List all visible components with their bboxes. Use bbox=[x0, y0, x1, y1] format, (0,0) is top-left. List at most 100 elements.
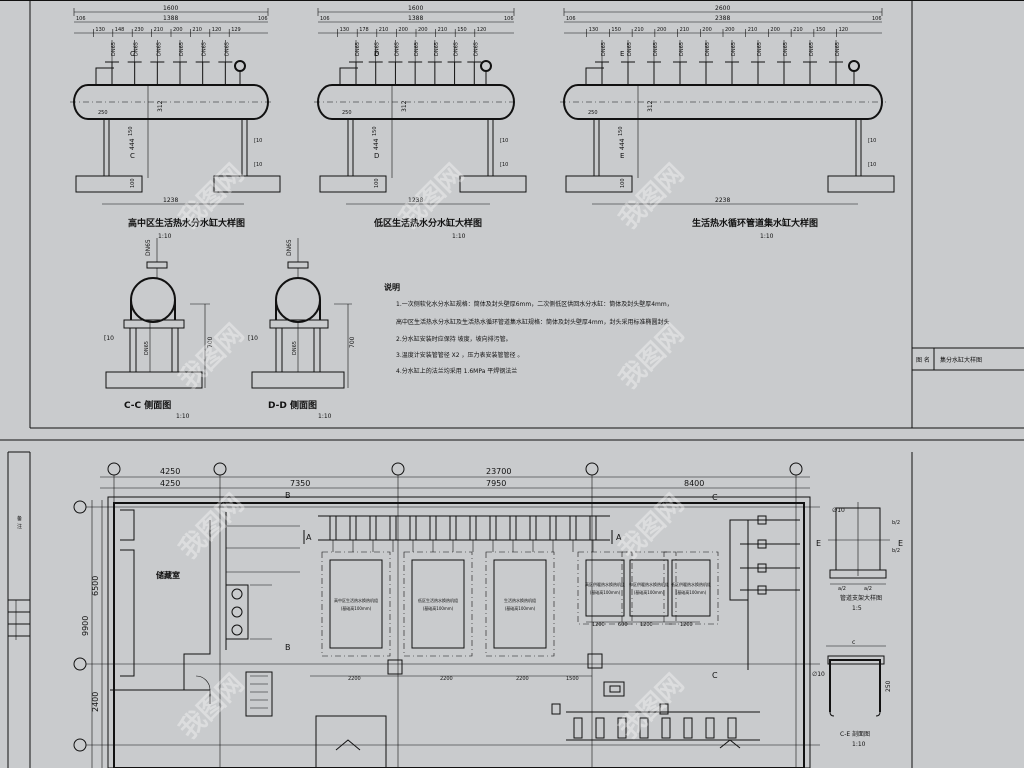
vessel-1-branch-1: DN65 bbox=[111, 42, 117, 56]
vessel-2-section-mark-bottom: D bbox=[374, 152, 379, 160]
vessel-2-end-dim-r: 106 bbox=[504, 16, 514, 22]
section-view-c: DN65 DN65 700 [10 C-C 侧面图 1:10 bbox=[104, 238, 214, 420]
unit-5: 中区供暖热水换热机组(基础高100mm) bbox=[621, 551, 677, 625]
manifold-branch bbox=[595, 717, 605, 739]
vessel-2-inner-dim: 1388 bbox=[408, 15, 423, 22]
manifold-top-row bbox=[318, 515, 610, 552]
marker-b-bottom: B bbox=[285, 643, 291, 652]
vessel-1-branch-6: DN65 bbox=[224, 42, 230, 56]
detail-e-dim-a2: a/2 bbox=[864, 586, 872, 592]
manifold-branch bbox=[617, 717, 627, 739]
vessel-1-end-dim-r: 106 bbox=[258, 16, 268, 22]
d-pipe-label: DN65 bbox=[286, 239, 293, 256]
unit-3-size: (基础高100mm) bbox=[505, 605, 536, 611]
vessel-2-h3: 100 bbox=[374, 178, 380, 188]
vessel-3-section-mark-top: E bbox=[620, 50, 624, 58]
vessel-3-pitch-2: 150 bbox=[611, 27, 621, 33]
marker-c-bottom: C bbox=[712, 671, 718, 680]
detail-ce-dim-250: 250 bbox=[885, 680, 892, 692]
detail-ce-dim-c: c bbox=[852, 639, 855, 646]
axis-dim-1: 4250 bbox=[160, 467, 180, 476]
floor-dim-5: 1200 bbox=[592, 622, 605, 628]
vessel-3-pitch-7: 200 bbox=[725, 27, 735, 33]
vessel-2-small-1: 250 bbox=[342, 110, 352, 116]
vessel-2-pitch-6: 210 bbox=[438, 27, 448, 33]
vessel-3-branch-1: DN65 bbox=[601, 42, 607, 56]
vessel-3-pitch-5: 210 bbox=[680, 27, 690, 33]
axis-dim-6: 4250 bbox=[160, 479, 180, 488]
vessel-2-support-label-1: [10 bbox=[500, 138, 508, 144]
vessel-1-pitch-5: 200 bbox=[173, 27, 183, 33]
vessel-2-base-dim: 1238 bbox=[408, 197, 423, 204]
vessel-2-branch-3: DN65 bbox=[394, 42, 400, 56]
vessel-1-end-dim-l: 106 bbox=[76, 16, 86, 22]
vessel-1-pitch-4: 210 bbox=[154, 27, 164, 33]
vessel-2-pitch-5: 200 bbox=[418, 27, 428, 33]
vessel-2-pitch-2: 178 bbox=[359, 27, 369, 33]
pump-group-left bbox=[225, 584, 272, 640]
floor-dim-2: 2200 bbox=[440, 676, 453, 682]
vessel-2-pitch-4: 200 bbox=[398, 27, 408, 33]
vessel-3-small-1: 250 bbox=[588, 110, 598, 116]
detail-e-title: 管道支架大样图 bbox=[840, 594, 882, 602]
vessel-3-branch-6: DN65 bbox=[731, 42, 737, 56]
manifold-branch bbox=[683, 717, 693, 739]
vessel-3-pitch-9: 200 bbox=[770, 27, 780, 33]
manifold-branch bbox=[573, 717, 583, 739]
section-scale-d: 1:10 bbox=[318, 413, 332, 420]
vessel-title-1: 高中区生活热水分水缸大样图 bbox=[128, 217, 245, 229]
vessel-1-h2: 444 bbox=[129, 138, 136, 150]
marker-c-top: C bbox=[712, 493, 718, 502]
floor-dim-6: 600 bbox=[618, 622, 628, 628]
left-strip-2: 注 bbox=[17, 523, 22, 530]
unit-4: 高区供暖热水换热机组(基础高100mm) bbox=[577, 551, 633, 625]
detail-e-dim-a: a/2 bbox=[838, 586, 846, 592]
vessel-3-branch-7: DN65 bbox=[757, 42, 763, 56]
section-title-c: C-C 侧面图 bbox=[124, 399, 171, 411]
detail-ce: c 250 ∅10 C-E 剖面图 1:10 bbox=[812, 639, 892, 748]
vessel-1-section-mark-top: C bbox=[130, 50, 135, 58]
vessel-1-branch-5: DN65 bbox=[202, 42, 208, 56]
axis-left-dim-1: 9900 bbox=[81, 616, 90, 636]
vessel-1-h1: 312 bbox=[157, 100, 164, 112]
title-block-label: 图 名 bbox=[916, 356, 930, 364]
vessel-3-branch-8: DN65 bbox=[783, 42, 789, 56]
vessel-3-pitch-12: 120 bbox=[839, 27, 849, 33]
vessel-1-overall-dim: 1600 bbox=[163, 5, 178, 12]
note-line-2: 高中区生活热水分水缸及生活热水循环管道集水缸规格：筒体及封头壁厚4mm，封头采用… bbox=[396, 318, 670, 326]
vessel-2-overall-dim: 1600 bbox=[408, 5, 423, 12]
vessel-1-pitch-3: 230 bbox=[134, 27, 144, 33]
vessel-3-end-dim-r: 106 bbox=[872, 16, 882, 22]
c-dn-label: DN65 bbox=[144, 341, 150, 355]
note-line-5: 4.分水缸上的法兰均采用 1.6MPa 平焊钢法兰 bbox=[396, 367, 517, 375]
manifold-branch bbox=[639, 717, 649, 739]
vessel-3-branch-3: DN65 bbox=[653, 42, 659, 56]
unit-5-size: (基础高100mm) bbox=[634, 589, 665, 595]
detail-e-dim-b: b/2 bbox=[892, 520, 900, 526]
vessel-1-pitch-1: 130 bbox=[95, 27, 105, 33]
title-block-value: 集分水缸大样图 bbox=[940, 356, 982, 364]
vessel-1-pitch-2: 148 bbox=[115, 27, 125, 33]
room-label: 储藏室 bbox=[155, 570, 180, 580]
floor-dims: 2200 2200 2200 1500 1200 600 1200 1200 bbox=[310, 621, 700, 715]
vessel-3-h1: 312 bbox=[647, 100, 654, 112]
vessel-2-pitch-3: 210 bbox=[379, 27, 389, 33]
vessel-3-small-2: 150 bbox=[618, 126, 624, 136]
vessel-3-pitch-11: 150 bbox=[816, 27, 826, 33]
vessel-2-end-dim-l: 106 bbox=[320, 16, 330, 22]
top-sheet: 图 名 集分水缸大样图 1600 106 1388 106 130 148 230 210 20… bbox=[0, 0, 1024, 429]
vessel-1-small-1: 250 bbox=[98, 110, 108, 116]
manifold-branch bbox=[661, 717, 671, 739]
detail-e-dim-b2: b/2 bbox=[892, 548, 900, 554]
vessel-title-2: 低区生活热水分水缸大样图 bbox=[373, 217, 482, 229]
vessel-1-base-dim: 1238 bbox=[163, 197, 178, 204]
manifold-bottom-row bbox=[566, 711, 760, 741]
vessel-2-h2: 444 bbox=[373, 138, 380, 150]
note-line-4: 3.温度计安装管管径 X2 ，压力表安装管管径 。 bbox=[396, 351, 523, 359]
unit-6-name: 低区供暖热水换热机组 bbox=[671, 581, 711, 587]
vessel-3-end-dim-l: 106 bbox=[566, 16, 576, 22]
vessel-3-pitch-8: 210 bbox=[748, 27, 758, 33]
vessel-2-branch-1: DN65 bbox=[355, 42, 361, 56]
vessel-3-support-label-2: [10 bbox=[868, 162, 876, 168]
